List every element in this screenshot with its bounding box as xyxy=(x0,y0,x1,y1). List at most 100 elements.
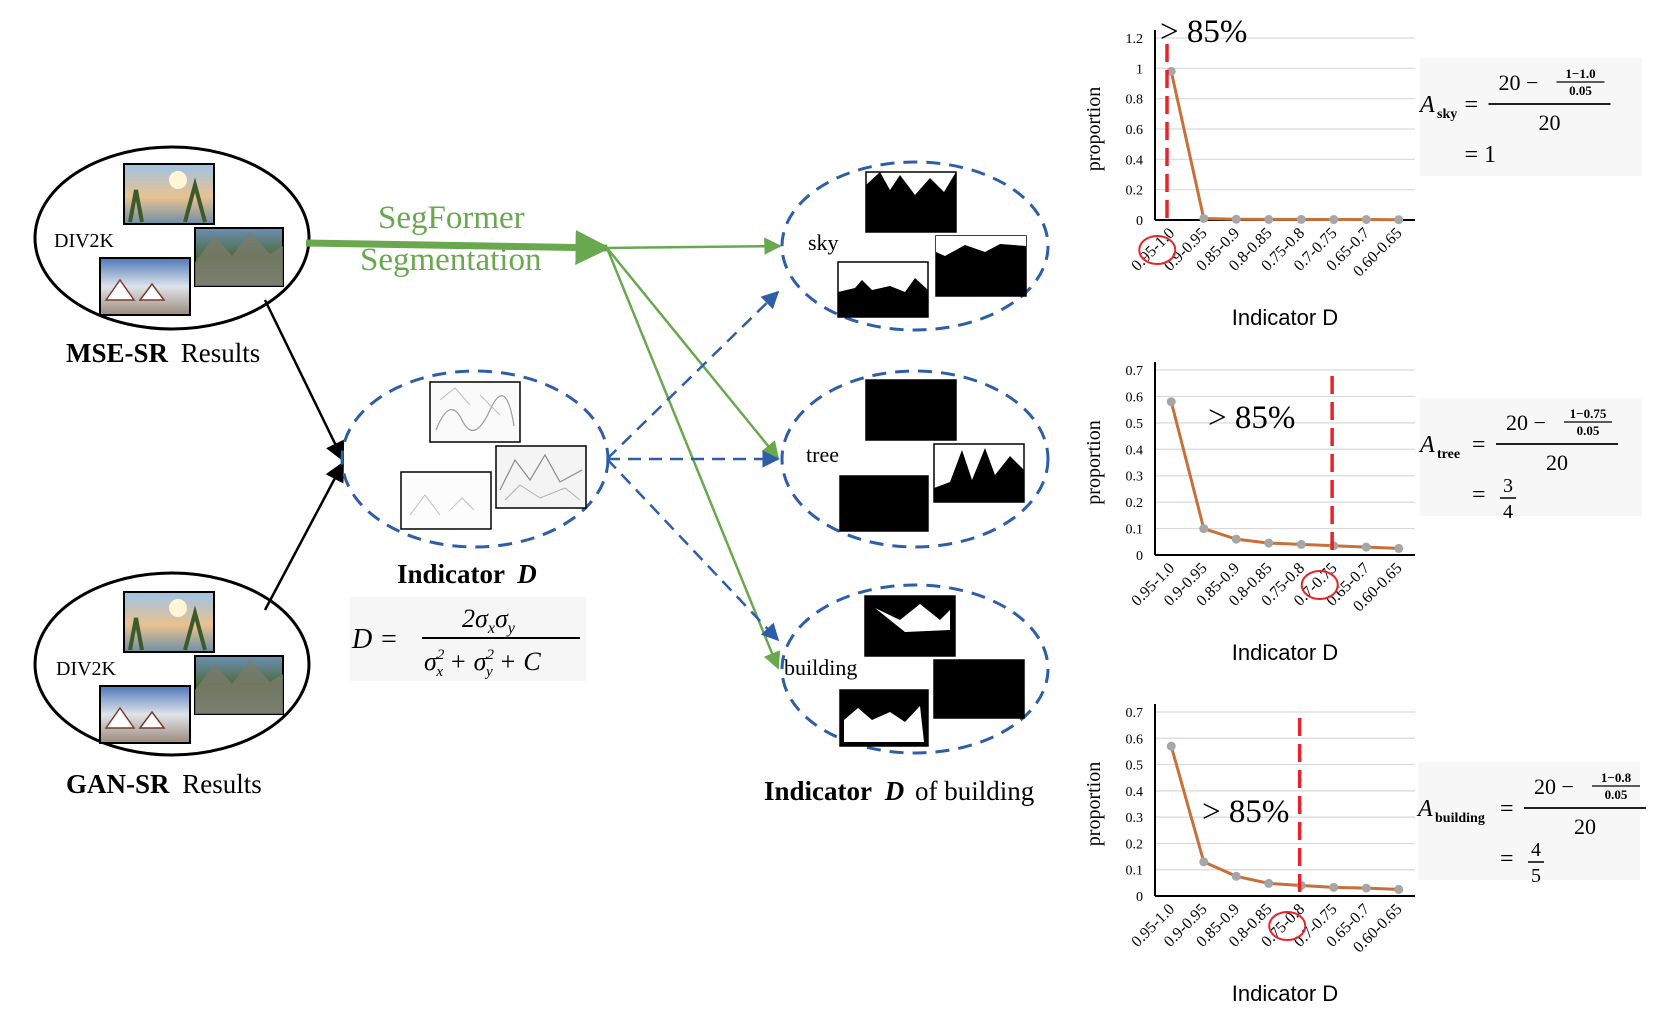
sky-ellipse xyxy=(780,160,1050,332)
mse-sr-title-bold: MSE-SR xyxy=(66,338,169,368)
data-point xyxy=(1166,397,1176,407)
bottom-caption: Indicator D of building xyxy=(764,776,1034,806)
data-point xyxy=(1199,524,1209,534)
chart-1: 00.10.20.30.40.50.60.70.95-1.00.9-0.950.… xyxy=(1083,362,1642,665)
y-tick-label: 0.1 xyxy=(1126,864,1144,879)
formula-bg xyxy=(1420,58,1642,176)
formula-equals: = xyxy=(1465,92,1479,118)
edge-map-3 xyxy=(400,471,492,530)
gan-sr-title-bold: GAN-SR xyxy=(66,769,170,799)
tree-mask-1 xyxy=(865,379,957,441)
building-group: building xyxy=(780,583,1050,755)
y-axis-label: proportion xyxy=(1083,420,1105,504)
y-axis-label: proportion xyxy=(1083,762,1105,846)
formula-lhs: A xyxy=(1418,92,1435,118)
circled-tick-highlight xyxy=(1300,570,1339,600)
formula-equals: = xyxy=(1472,432,1486,458)
edge-map-2 xyxy=(495,445,587,509)
formula-num-a: 20 − xyxy=(1534,774,1574,799)
y-tick-label: 0.7 xyxy=(1126,364,1144,379)
building-label: building xyxy=(784,655,857,680)
data-point xyxy=(1394,884,1404,894)
y-tick-label: 0.2 xyxy=(1126,184,1144,199)
y-tick-label: 0.6 xyxy=(1126,123,1144,138)
formula-result-eq: = xyxy=(1472,482,1486,508)
formula-inner-bot: 0.05 xyxy=(1577,423,1600,438)
y-tick-label: 0.8 xyxy=(1126,93,1144,108)
y-tick-label: 0.3 xyxy=(1126,811,1144,826)
building-mask-2 xyxy=(933,659,1025,719)
data-point xyxy=(1361,215,1371,225)
threshold-annotation: > 85% xyxy=(1160,14,1247,50)
den-plus-2: + xyxy=(501,647,516,676)
data-point xyxy=(1361,542,1371,552)
segformer-label-line1: SegFormer xyxy=(378,200,525,236)
photo-village xyxy=(99,257,191,316)
data-point xyxy=(1394,215,1404,225)
building-mask-1 xyxy=(864,595,956,657)
y-tick-label: 0.3 xyxy=(1126,470,1144,485)
y-tick-label: 0.4 xyxy=(1126,785,1144,800)
den-plus-1: + xyxy=(451,647,466,676)
gan-sr-title: GAN-SR Results xyxy=(66,769,262,799)
y-tick-label: 0 xyxy=(1136,214,1143,229)
charts-column: 00.20.40.60.811.20.95-1.00.9-0.950.85-0.… xyxy=(1083,14,1646,1006)
arrow-mse-to-indicator xyxy=(263,299,345,462)
formula-lhs: A xyxy=(1416,796,1433,822)
bottom-caption-word: Indicator xyxy=(764,776,872,806)
gan-sr-title-rest: Results xyxy=(182,769,262,799)
formula-result-den: 4 xyxy=(1503,501,1513,523)
den-sigma-x: σ xyxy=(424,647,438,676)
y-tick-label: 0.6 xyxy=(1126,390,1144,405)
mse-sr-title: MSE-SR Results xyxy=(66,338,260,368)
building-mask-3 xyxy=(839,689,929,747)
formula-numerator: 2σxσy xyxy=(462,604,516,637)
data-point xyxy=(1296,214,1306,224)
data-point xyxy=(1231,871,1241,881)
data-point xyxy=(1231,214,1241,224)
y-tick-label: 0.2 xyxy=(1126,496,1144,511)
sky-mask-3 xyxy=(837,261,929,318)
formula-result-num: 3 xyxy=(1503,475,1513,497)
data-point xyxy=(1166,66,1176,76)
gan-sr-group: DIV2K GAN-SR Results xyxy=(33,571,311,799)
y-tick-label: 1.2 xyxy=(1126,32,1144,47)
formula-bg xyxy=(1418,762,1640,880)
formula-equals: = xyxy=(1500,796,1514,822)
formula-lhs-sub: tree xyxy=(1437,447,1460,462)
data-point xyxy=(1166,741,1176,751)
den-sup-y: 2 xyxy=(487,647,495,663)
den-sub-y: y xyxy=(484,664,493,680)
formula-den: 20 xyxy=(1539,110,1561,135)
formula-num-a: 20 − xyxy=(1506,410,1546,435)
bottom-caption-symbol: D xyxy=(884,776,905,806)
formula-lhs-sub: building xyxy=(1435,811,1485,826)
sky-mask-2 xyxy=(935,235,1027,297)
y-tick-label: 0.5 xyxy=(1126,417,1144,432)
x-axis-label: Indicator D xyxy=(1232,981,1338,1006)
x-axis-label: Indicator D xyxy=(1232,305,1338,330)
data-point xyxy=(1329,215,1339,225)
tree-label: tree xyxy=(806,442,839,467)
y-axis-label: proportion xyxy=(1083,87,1105,171)
series-line xyxy=(1169,401,1399,550)
formula-lhs-sub: sky xyxy=(1437,107,1457,122)
sky-label: sky xyxy=(808,230,839,255)
y-tick-label: 0.7 xyxy=(1126,706,1144,721)
segformer-main-arrow xyxy=(305,229,611,265)
threshold-annotation: > 85% xyxy=(1208,400,1295,436)
formula-num-a: 20 − xyxy=(1499,70,1539,95)
series-line xyxy=(1169,71,1399,222)
formula-result-num: 4 xyxy=(1531,839,1541,861)
y-tick-label: 1 xyxy=(1136,62,1143,77)
photo-valley xyxy=(194,227,284,287)
threshold-annotation: > 85% xyxy=(1202,794,1289,830)
y-tick-label: 0 xyxy=(1136,890,1143,905)
formula-inner-bot: 0.05 xyxy=(1605,787,1628,802)
arrow-gan-to-indicator xyxy=(263,461,345,611)
